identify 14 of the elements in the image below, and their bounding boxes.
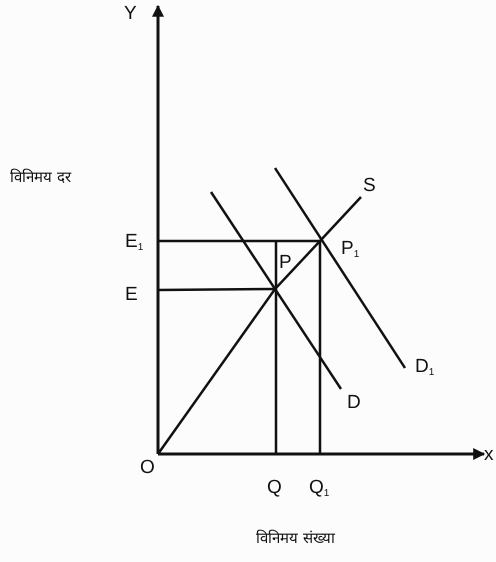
curve-label: D$_{1}$ <box>415 357 434 378</box>
point-label: Q <box>267 478 282 497</box>
curve-label: S <box>363 176 376 195</box>
curve-label: D <box>347 393 361 412</box>
axis-label: विनिमय दर <box>10 170 71 185</box>
axis-label: x <box>484 445 494 464</box>
point-label: O <box>140 458 155 477</box>
point-label: E <box>125 285 138 304</box>
axis-label: Y <box>124 4 137 23</box>
point-label: P$_{1}$ <box>341 239 360 260</box>
point-label: Q$_{1}$ <box>309 478 330 499</box>
axis-label: विनिमय संख्या <box>256 531 335 546</box>
point-label: E$_{1}$ <box>125 232 144 253</box>
point-label: P <box>279 253 292 272</box>
